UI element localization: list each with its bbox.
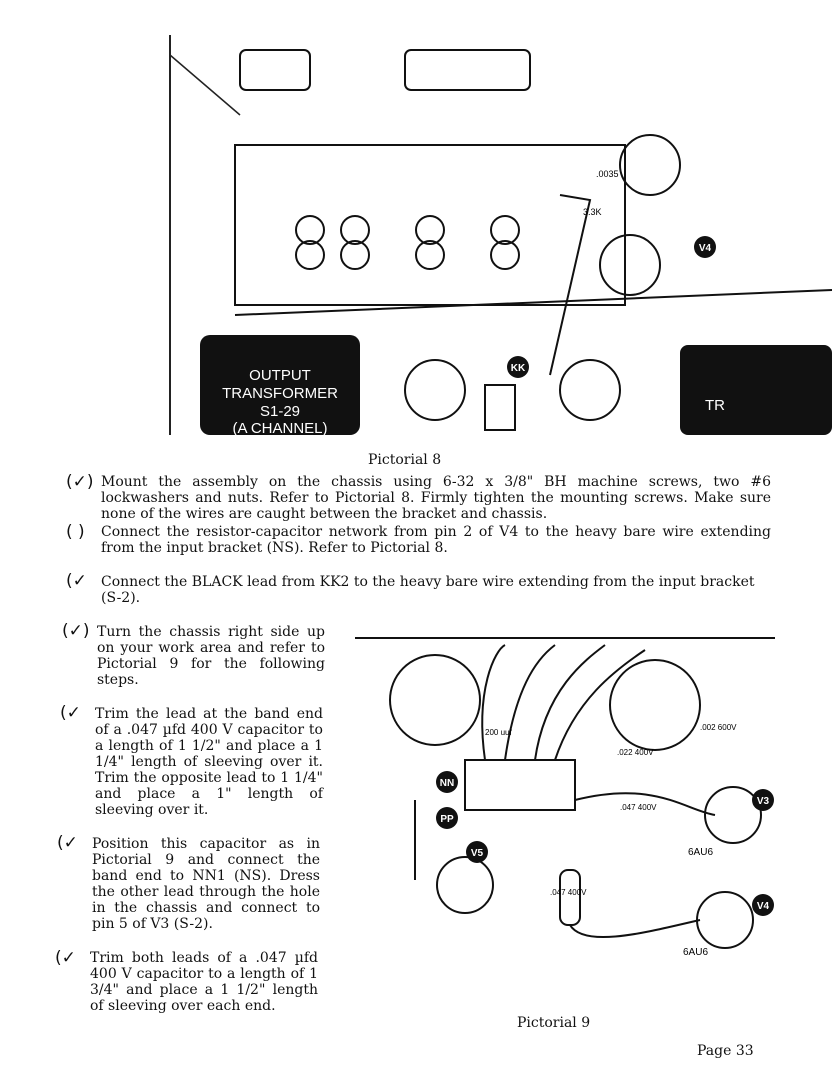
step-text: Trim both leads of a .047 µfd 400 V capa… — [90, 950, 318, 1014]
pp-label: PP — [440, 814, 454, 825]
page-number: Page 33 — [697, 1043, 754, 1059]
pictorial-9-illustration: NN PP V5 V3 V4 6AU6 6AU6 200 uuf .022 40… — [355, 630, 775, 990]
cap-002-label: .002 600V — [700, 723, 737, 732]
cap-047b-label: .047 400V — [550, 888, 587, 897]
step-checkbox[interactable]: (✓) — [62, 621, 90, 641]
v5-label: V5 — [471, 848, 484, 859]
v4-label: V4 — [699, 243, 712, 254]
v3-label: V3 — [757, 796, 770, 807]
pictorial-8-illustration: OUTPUT TRANSFORMER S1-29 (A CHANNEL) TR … — [160, 35, 832, 437]
pictorial-8-caption: Pictorial 8 — [368, 452, 442, 468]
step-checkbox[interactable]: (✓ — [66, 571, 87, 591]
step-text: Turn the chassis right side up on your w… — [97, 624, 325, 688]
v4-label: V4 — [757, 901, 770, 912]
resistor-label: 3.3K — [583, 207, 602, 217]
step-checkbox[interactable]: (✓ — [60, 703, 81, 723]
transformer-label-1: OUTPUT — [249, 367, 311, 384]
step-checkbox[interactable]: ( ) — [66, 522, 85, 542]
nn-label: NN — [440, 778, 454, 789]
transformer-label-2: TRANSFORMER — [222, 385, 338, 402]
step-checkbox[interactable]: (✓ — [57, 833, 78, 853]
step-text: Mount the assembly on the chassis using … — [101, 474, 771, 522]
transformer-b-label: TR — [705, 397, 725, 414]
step-text: Trim the lead at the band end of a .047 … — [95, 706, 323, 818]
step-text: Connect the BLACK lead from KK2 to the h… — [101, 574, 755, 606]
cap-200-label: 200 uuf — [485, 728, 512, 737]
transformer-label-3: S1-29 — [260, 403, 300, 420]
pictorial-9-caption: Pictorial 9 — [517, 1015, 591, 1031]
kk-label: KK — [511, 363, 526, 374]
step-checkbox[interactable]: (✓ — [55, 948, 76, 968]
tube-v3-type: 6AU6 — [688, 847, 713, 858]
cap-022-label: .022 400V — [617, 748, 654, 757]
transformer-label-4: (A CHANNEL) — [232, 420, 327, 435]
cap-047a-label: .047 400V — [620, 803, 657, 812]
step-checkbox[interactable]: (✓) — [66, 472, 94, 492]
tube-v4-type: 6AU6 — [683, 947, 708, 958]
step-text: Position this capacitor as in Pictorial … — [92, 836, 320, 932]
capacitor-label: .0035 — [596, 169, 619, 179]
step-text: Connect the resistor-capacitor network f… — [101, 524, 771, 556]
